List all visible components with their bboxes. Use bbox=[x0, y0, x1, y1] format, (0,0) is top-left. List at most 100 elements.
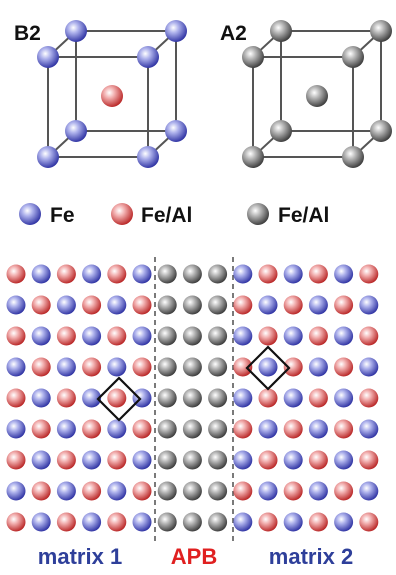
blue-atom bbox=[233, 450, 253, 470]
b2-corner-atom bbox=[37, 146, 59, 168]
gray-atom bbox=[157, 419, 177, 439]
a2-corner-atom bbox=[270, 120, 292, 142]
red-atom bbox=[283, 481, 303, 501]
blue-atom bbox=[132, 326, 152, 346]
red-atom bbox=[56, 264, 76, 284]
gray-atom bbox=[182, 326, 202, 346]
red-atom bbox=[258, 264, 278, 284]
blue-atom bbox=[56, 419, 76, 439]
a2-corner-atom bbox=[242, 146, 264, 168]
legend-fe-swatch bbox=[19, 203, 41, 225]
b2-corner-atom bbox=[165, 120, 187, 142]
red-atom bbox=[6, 264, 26, 284]
blue-atom bbox=[308, 357, 328, 377]
b2-corner-atom bbox=[65, 20, 87, 42]
red-atom bbox=[283, 357, 303, 377]
blue-atom bbox=[31, 512, 51, 532]
gray-atom bbox=[157, 512, 177, 532]
gray-atom bbox=[157, 264, 177, 284]
blue-atom bbox=[283, 512, 303, 532]
gray-atom bbox=[182, 450, 202, 470]
red-atom bbox=[359, 512, 379, 532]
blue-atom bbox=[308, 481, 328, 501]
red-atom bbox=[6, 326, 26, 346]
blue-atom bbox=[308, 419, 328, 439]
blue-atom bbox=[233, 512, 253, 532]
b2-corner-atom bbox=[37, 46, 59, 68]
apb-label: APB bbox=[171, 544, 217, 569]
gray-atom bbox=[208, 512, 228, 532]
red-atom bbox=[107, 264, 127, 284]
blue-atom bbox=[334, 388, 354, 408]
gray-atom bbox=[208, 450, 228, 470]
b2-corner-atom bbox=[65, 120, 87, 142]
blue-atom bbox=[308, 295, 328, 315]
a2-unit-cell: A2 bbox=[220, 20, 392, 168]
red-atom bbox=[31, 481, 51, 501]
red-atom bbox=[107, 450, 127, 470]
red-atom bbox=[31, 357, 51, 377]
blue-atom bbox=[283, 264, 303, 284]
red-atom bbox=[56, 512, 76, 532]
blue-atom bbox=[82, 388, 102, 408]
blue-atom bbox=[283, 450, 303, 470]
b2-corner-atom bbox=[137, 146, 159, 168]
blue-atom bbox=[56, 481, 76, 501]
a2-corner-atom bbox=[270, 20, 292, 42]
legend-fe-al-red-label: Fe/Al bbox=[141, 204, 192, 227]
red-atom bbox=[132, 419, 152, 439]
blue-atom bbox=[107, 295, 127, 315]
gray-atom bbox=[182, 295, 202, 315]
red-atom bbox=[258, 512, 278, 532]
red-atom bbox=[56, 450, 76, 470]
blue-atom bbox=[82, 326, 102, 346]
blue-atom bbox=[6, 481, 26, 501]
blue-atom bbox=[31, 326, 51, 346]
b2-corner-atom bbox=[137, 46, 159, 68]
red-atom bbox=[132, 481, 152, 501]
legend-fe-label: Fe bbox=[50, 204, 75, 227]
blue-atom bbox=[132, 264, 152, 284]
gray-atom bbox=[208, 481, 228, 501]
blue-atom bbox=[56, 295, 76, 315]
red-atom bbox=[308, 450, 328, 470]
blue-atom bbox=[233, 388, 253, 408]
blue-atom bbox=[359, 357, 379, 377]
blue-atom bbox=[359, 295, 379, 315]
red-atom bbox=[82, 357, 102, 377]
gray-atom bbox=[208, 419, 228, 439]
blue-atom bbox=[258, 357, 278, 377]
blue-atom bbox=[132, 512, 152, 532]
gray-atom bbox=[182, 419, 202, 439]
b2-corner-atom bbox=[165, 20, 187, 42]
b2-unit-cell: B2 bbox=[14, 20, 187, 168]
red-atom bbox=[359, 388, 379, 408]
blue-atom bbox=[6, 419, 26, 439]
a2-corner-atom bbox=[370, 20, 392, 42]
blue-atom bbox=[233, 264, 253, 284]
blue-atom bbox=[334, 264, 354, 284]
red-atom bbox=[258, 388, 278, 408]
blue-atom bbox=[107, 419, 127, 439]
legend-fe-al-red-swatch bbox=[111, 203, 133, 225]
gray-atom bbox=[208, 388, 228, 408]
gray-atom bbox=[208, 295, 228, 315]
red-atom bbox=[6, 388, 26, 408]
blue-atom bbox=[258, 481, 278, 501]
blue-atom bbox=[6, 357, 26, 377]
blue-atom bbox=[107, 357, 127, 377]
a2-corner-atom bbox=[242, 46, 264, 68]
blue-atom bbox=[82, 450, 102, 470]
blue-atom bbox=[283, 388, 303, 408]
red-atom bbox=[56, 326, 76, 346]
matrix1-unit-cell-highlight bbox=[96, 376, 142, 422]
gray-atom bbox=[182, 512, 202, 532]
red-atom bbox=[6, 512, 26, 532]
blue-atom bbox=[359, 419, 379, 439]
red-atom bbox=[6, 450, 26, 470]
b2-body-center-atom bbox=[101, 85, 123, 107]
red-atom bbox=[334, 357, 354, 377]
red-atom bbox=[283, 295, 303, 315]
red-atom bbox=[334, 481, 354, 501]
